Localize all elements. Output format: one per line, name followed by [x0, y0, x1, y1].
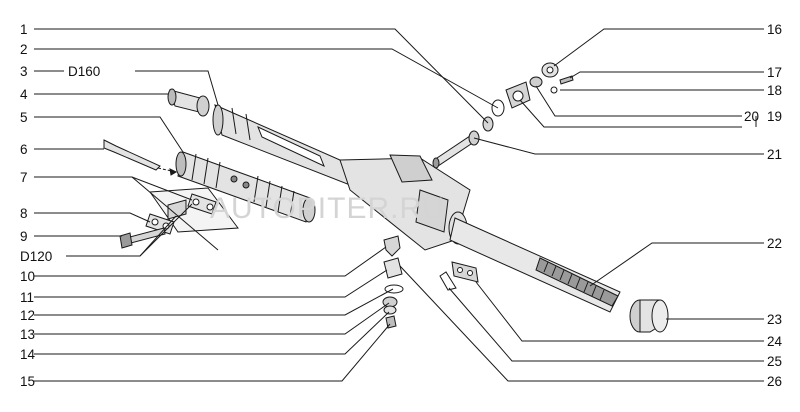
callout-4: 4 — [20, 87, 28, 102]
watermark-text: AUTOPITER.RU — [210, 192, 445, 225]
callout-11: 11 — [20, 290, 34, 305]
callout-12: 12 — [20, 308, 35, 323]
callout-7: 7 — [20, 170, 28, 185]
part-bellows — [175, 151, 316, 223]
labels-right: 16 17 18 20 19 21 22 23 24 25 26 — [744, 22, 783, 389]
callout-1: 1 — [20, 22, 28, 37]
part-end-cap — [629, 299, 669, 333]
part-adjuster-stack — [382, 235, 404, 329]
callout-d120: D120 — [20, 249, 52, 264]
part-boot-cap — [167, 88, 210, 117]
callout-8: 8 — [20, 206, 28, 221]
callout-15: 15 — [20, 374, 35, 389]
callout-26: 26 — [767, 374, 782, 389]
callout-5: 5 — [20, 110, 28, 125]
leader-lines-left — [34, 28, 499, 382]
callout-25: 25 — [767, 354, 782, 369]
callout-17: 17 — [767, 65, 782, 80]
callout-2: 2 — [20, 42, 28, 57]
callout-6: 6 — [20, 142, 28, 157]
part-cable-tie — [103, 139, 178, 176]
labels-left: 1 2 3 D160 4 5 6 7 8 9 D120 10 11 12 13 … — [20, 22, 100, 389]
callout-20: 20 — [744, 109, 759, 124]
part-gear-housing — [339, 154, 621, 313]
callout-14: 14 — [20, 347, 36, 362]
callout-10: 10 — [20, 269, 35, 284]
callout-23: 23 — [767, 312, 782, 327]
callout-d160: D160 — [68, 64, 100, 79]
part-bearing-housing — [505, 81, 531, 109]
leader-lines-right — [399, 28, 764, 382]
part-pinion-shaft — [432, 130, 480, 169]
part-rings — [482, 99, 505, 132]
callout-13: 13 — [20, 327, 35, 342]
callout-3: 3 — [20, 64, 28, 79]
callout-9: 9 — [20, 229, 28, 244]
callout-18: 18 — [767, 83, 782, 98]
callout-24: 24 — [767, 334, 783, 349]
part-clamp-and-clip — [439, 261, 479, 291]
callout-16: 16 — [767, 22, 782, 37]
callout-19: 19 — [767, 109, 782, 124]
part-nut-bolt-washer — [529, 62, 574, 94]
callout-22: 22 — [767, 236, 782, 251]
callout-21: 21 — [767, 147, 782, 162]
part-rack-housing-upper — [212, 104, 351, 186]
